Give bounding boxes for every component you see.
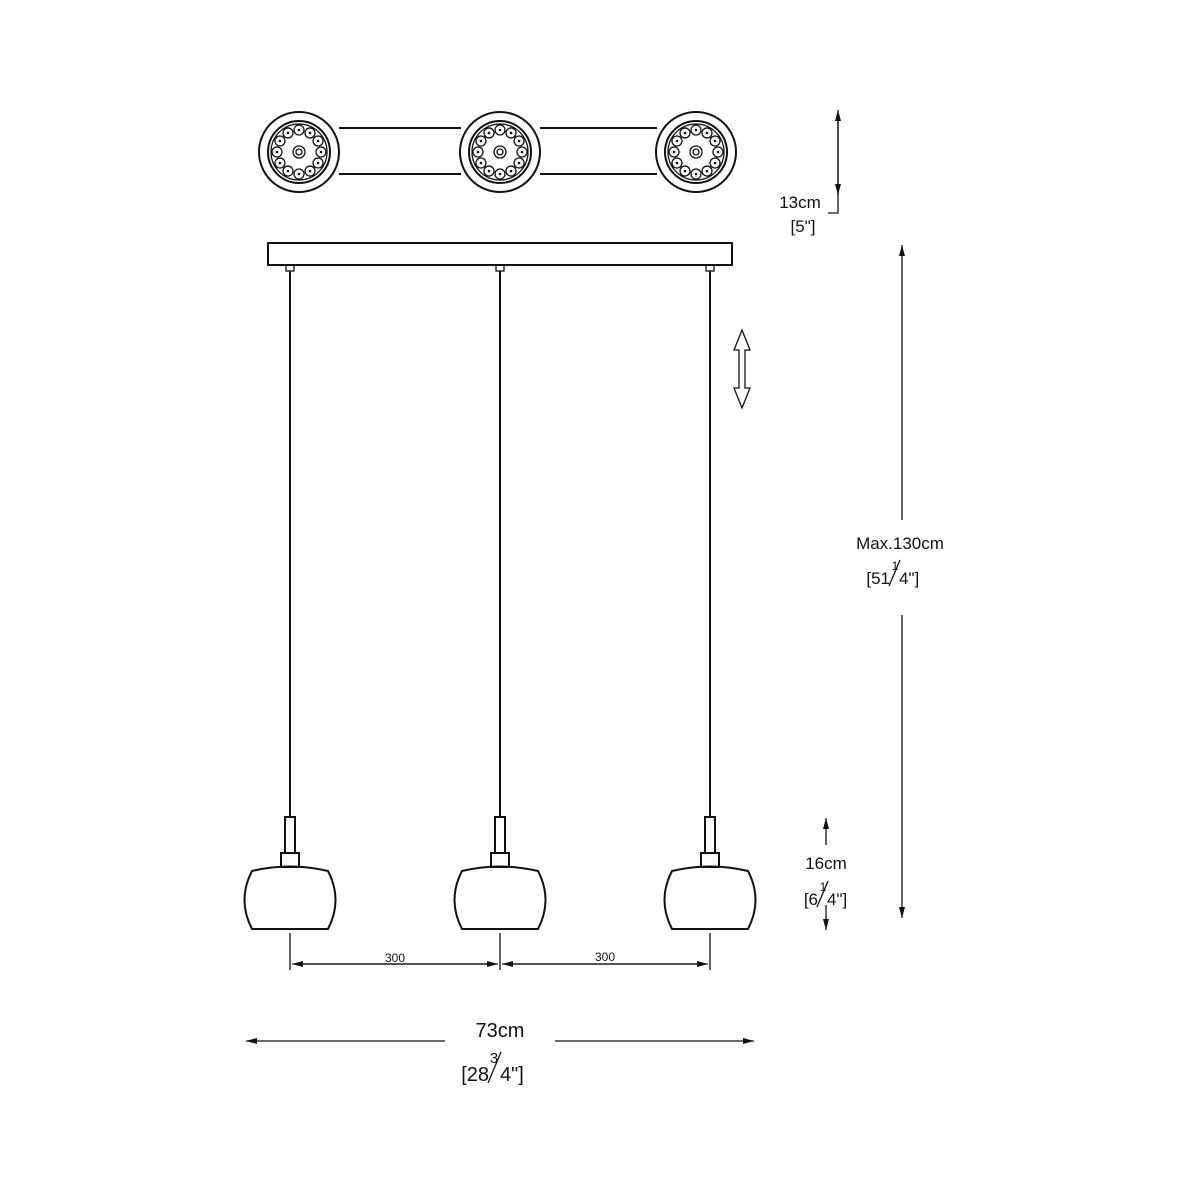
top-view-lamp [459, 111, 541, 193]
canopy-depth-metric: 13cm [779, 193, 821, 212]
spacing-dimension: 300 300 [289, 933, 711, 970]
max-height-metric: Max.130cm [856, 534, 944, 553]
adjustable-height-icon [733, 328, 751, 410]
top-view-lamp [655, 111, 737, 193]
total-width-metric: 73cm [476, 1020, 525, 1042]
max-height-dimension: Max.130cm [51 1 4"] [856, 245, 944, 918]
pendant-light [453, 264, 547, 930]
shade-height-metric: 16cm [805, 854, 847, 873]
shade-height-imperial-whole: [6 [804, 890, 818, 909]
shade-height-fraction-den: 4"] [827, 890, 847, 909]
max-height-fraction-den: 4"] [899, 569, 919, 588]
canopy-depth-dimension: 13cm [5"] [779, 110, 841, 236]
total-width-imperial-whole: [28 [461, 1064, 489, 1086]
top-view [258, 111, 737, 193]
ceiling-canopy [267, 242, 733, 266]
top-view-lamp [258, 111, 340, 193]
pendants [243, 264, 757, 930]
total-width-fraction-num: 3 [490, 1050, 498, 1067]
total-width-fraction-den: 4"] [500, 1064, 524, 1086]
max-height-imperial-whole: [51 [866, 569, 890, 588]
shade-height-fraction-num: 1 [820, 880, 827, 894]
shade-height-dimension: 16cm [6 1 4"] [804, 818, 847, 930]
spacing-left-label: 300 [385, 951, 405, 965]
pendant-light [663, 264, 757, 930]
canopy-depth-imperial: [5"] [791, 217, 816, 236]
spacing-right-label: 300 [595, 950, 615, 964]
pendant-light [243, 264, 337, 930]
total-width-dimension: 73cm [28 3 4"] [246, 1020, 754, 1086]
max-height-fraction-num: 1 [892, 559, 899, 573]
